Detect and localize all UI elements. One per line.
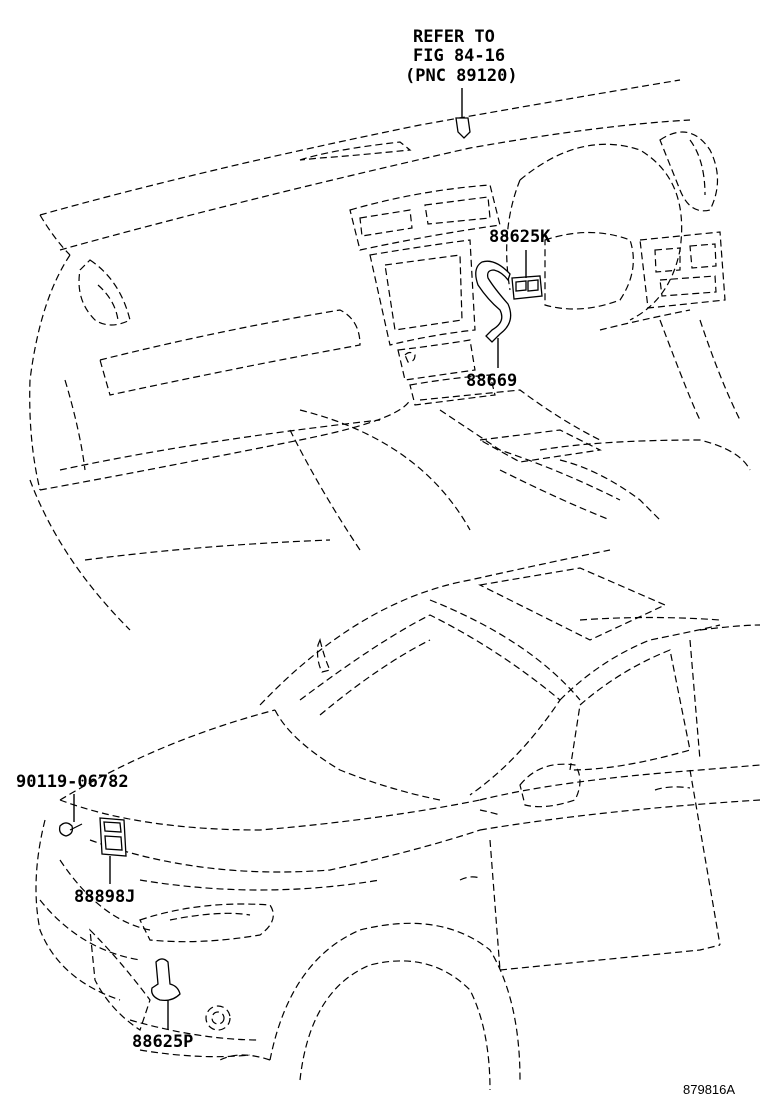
car-body-outline (35, 549, 760, 1091)
refer-to-label-line2: FIG 84-16 (413, 46, 506, 66)
part-88669 (475, 260, 512, 368)
part-88625P (151, 958, 181, 1030)
part-label-88625P: 88625P (132, 1032, 194, 1052)
part-label-90119-06782: 90119-06782 (16, 772, 129, 792)
part-label-88625K: 88625K (489, 227, 551, 247)
part-label-88898J: 88898J (74, 887, 136, 907)
refer-to-label-line3: (PNC 89120) (405, 66, 518, 86)
part-88625K (511, 250, 543, 300)
part-90119-06782 (58, 794, 83, 837)
part-88898J (99, 817, 127, 884)
refer-to-label-line1: REFER TO (413, 27, 495, 47)
figure-id: 879816A (683, 1082, 736, 1097)
ref-part-89120 (455, 88, 471, 139)
dashboard-outline (29, 79, 751, 631)
part-label-88669: 88669 (466, 371, 518, 391)
